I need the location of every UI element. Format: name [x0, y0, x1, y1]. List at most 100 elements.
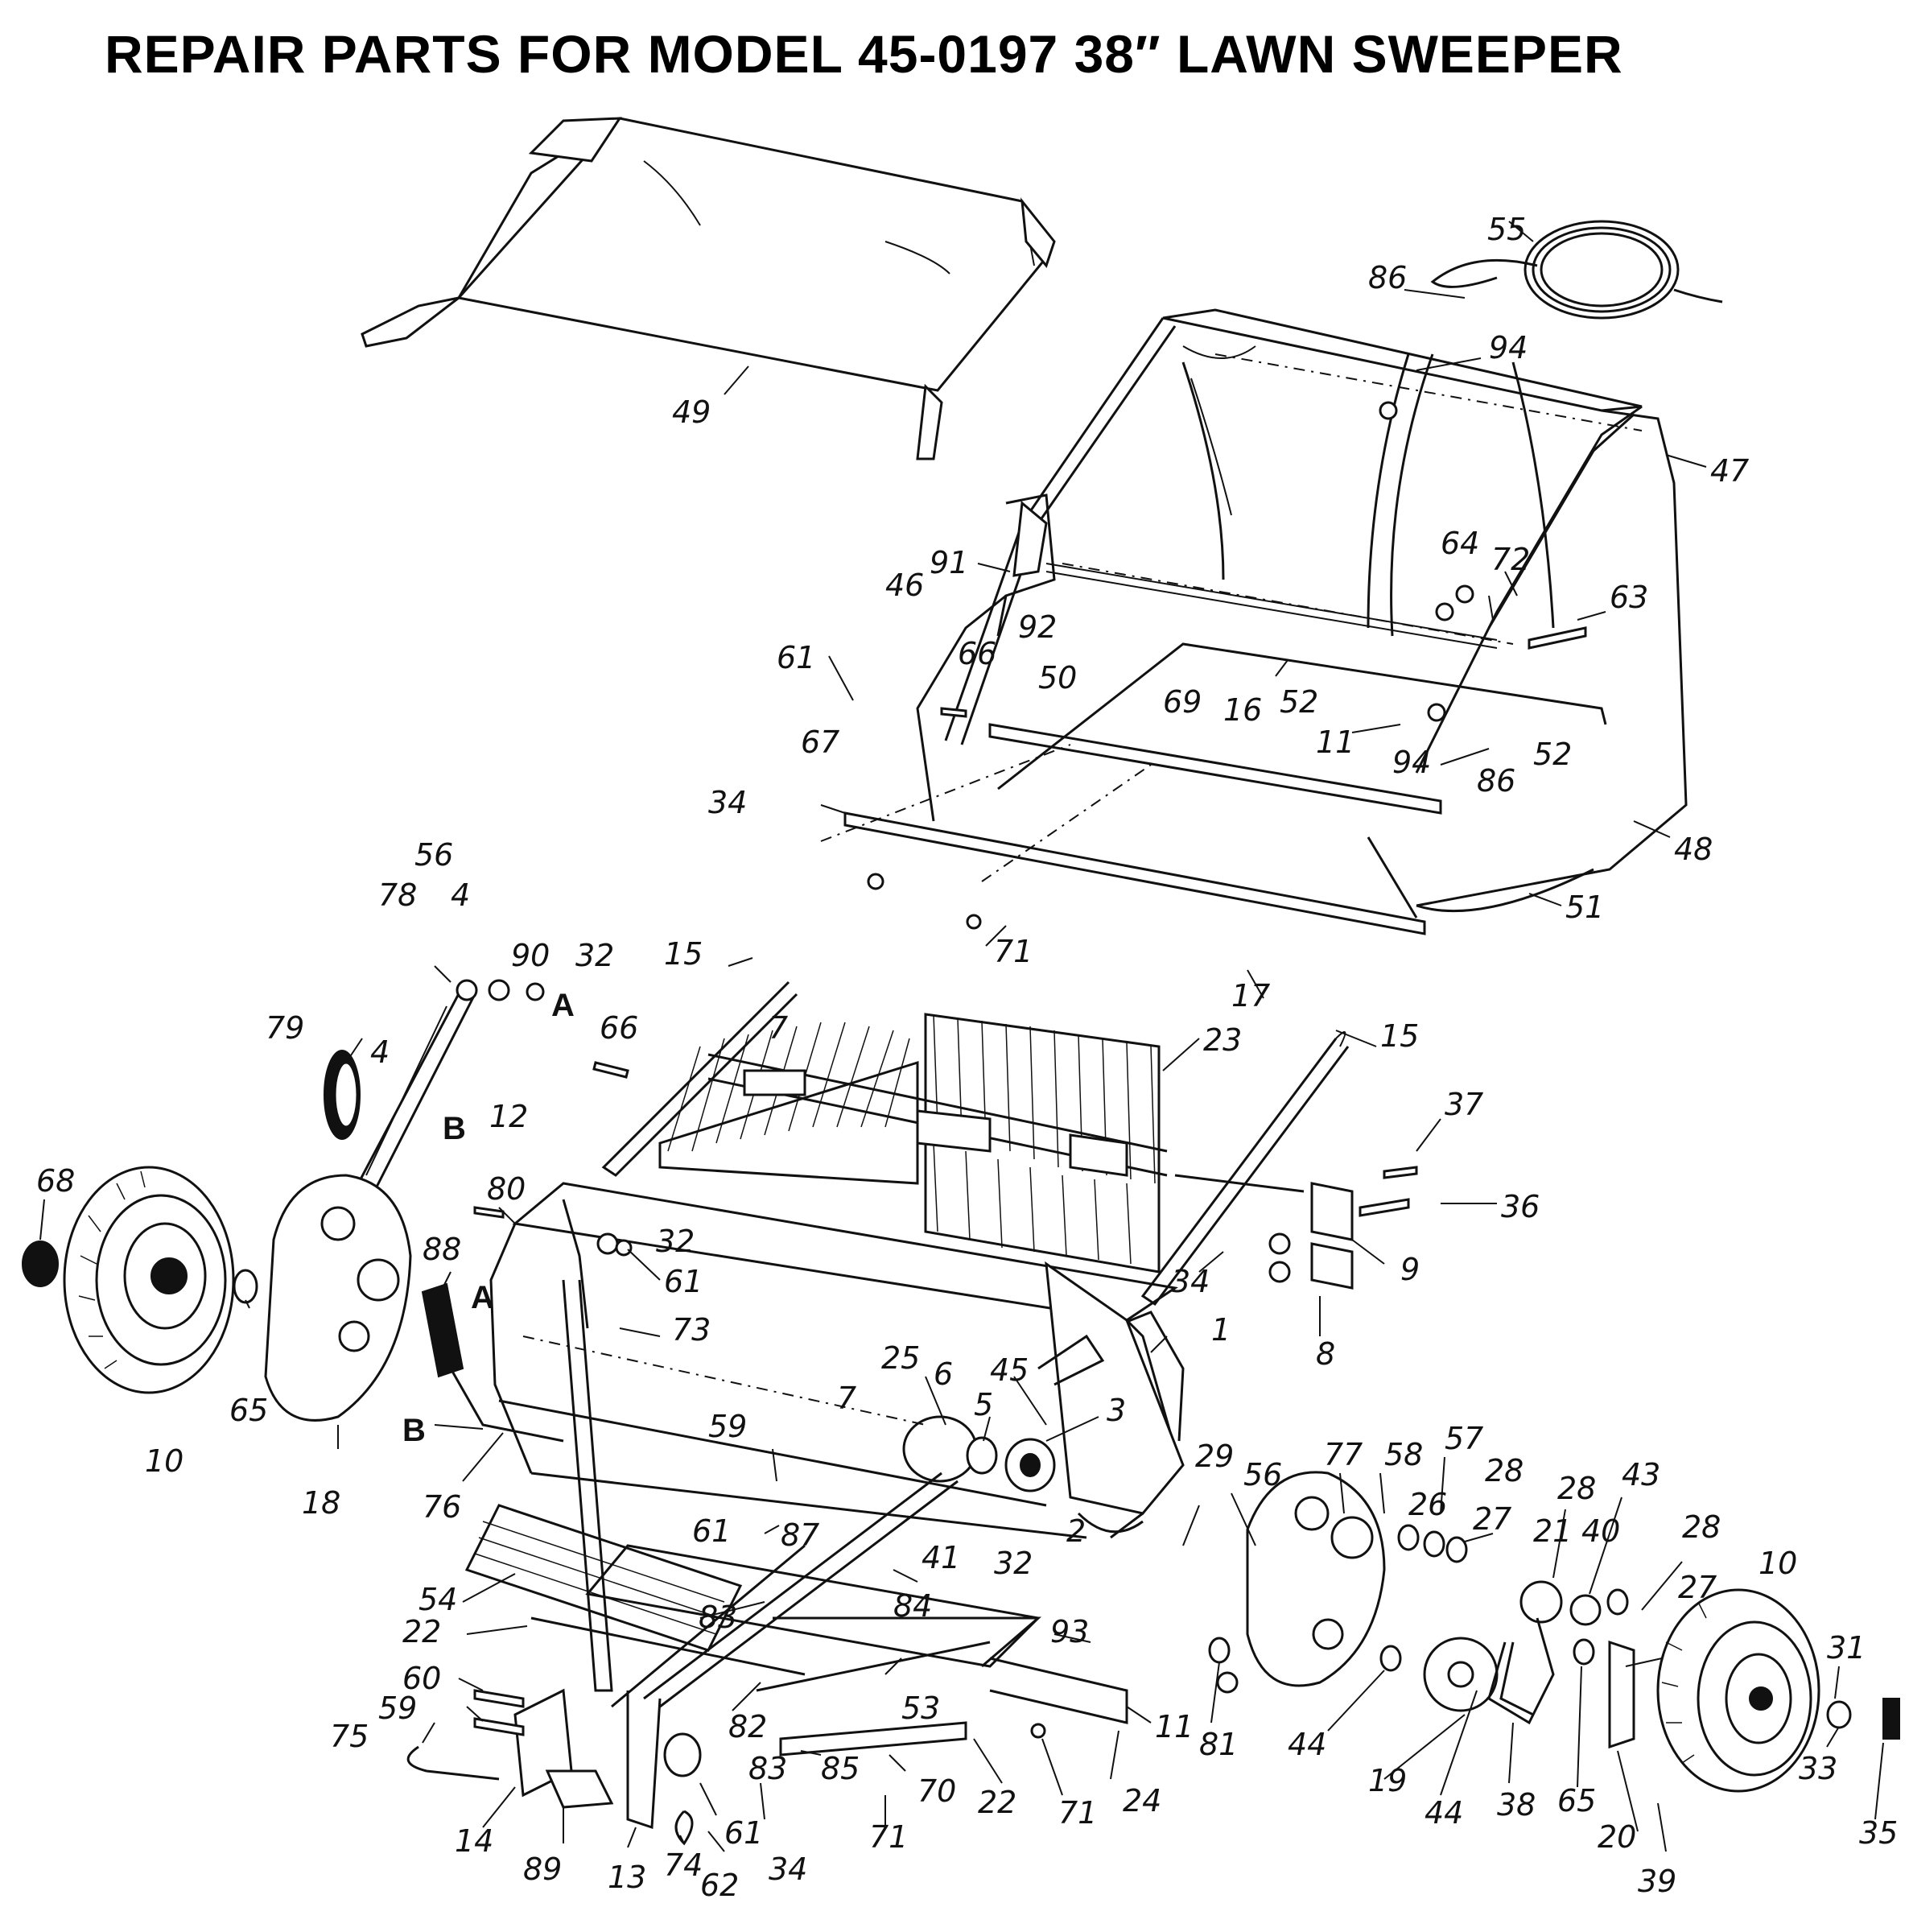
brush-center	[924, 1013, 1161, 1274]
part-49-bag-cover	[361, 117, 1056, 460]
callout-37: 37	[1445, 1087, 1483, 1122]
callout-61-mid: 61	[664, 1264, 703, 1299]
callout-38: 38	[1497, 1787, 1536, 1823]
callout-86: 86	[1368, 260, 1407, 295]
callout-44: 44	[1288, 1727, 1326, 1762]
part-79-small-wheel	[324, 1050, 361, 1140]
callout-10-right: 10	[1759, 1546, 1797, 1581]
callout-77: 77	[1324, 1437, 1363, 1472]
callout-11: 11	[1316, 724, 1354, 760]
callout-94: 94	[1489, 330, 1528, 365]
callout-41: 41	[922, 1540, 960, 1575]
callout-80: 80	[487, 1171, 526, 1207]
callout-52: 52	[1280, 684, 1318, 720]
callout-2: 2	[1066, 1513, 1086, 1549]
callout-26: 26	[1408, 1487, 1447, 1522]
part-18-left-hub	[264, 1174, 412, 1422]
callout-46: 46	[885, 568, 924, 603]
callout-72: 72	[1491, 542, 1530, 577]
callout-86-lower: 86	[1477, 763, 1515, 799]
callout-13: 13	[608, 1860, 646, 1895]
part-75-74-62-hardware	[406, 1689, 702, 1846]
part-38-chain	[1487, 1617, 1555, 1725]
callout-59: 59	[708, 1409, 747, 1444]
callout-93: 93	[1050, 1614, 1089, 1649]
callout-32: 32	[575, 938, 614, 973]
callout-25: 25	[881, 1340, 920, 1376]
callout-22: 22	[402, 1614, 441, 1649]
callout-27-right: 27	[1678, 1570, 1717, 1605]
callout-18: 18	[302, 1485, 340, 1521]
callout-39: 39	[1638, 1864, 1676, 1899]
callout-68: 68	[36, 1163, 75, 1199]
callout-71-lower: 71	[1058, 1795, 1097, 1831]
callout-14: 14	[455, 1823, 493, 1859]
part-68-hub-cap	[22, 1241, 59, 1287]
callout-56: 56	[414, 837, 453, 873]
callout-B-lower: B	[402, 1413, 426, 1448]
callout-11-lower: 11	[1155, 1709, 1194, 1744]
callout-90: 90	[511, 938, 550, 973]
callout-44-lower: 44	[1425, 1795, 1463, 1831]
part-10-left-wheel	[63, 1166, 235, 1394]
part-12-arm	[352, 979, 478, 1202]
callout-8: 8	[1316, 1336, 1335, 1372]
callout-36: 36	[1501, 1189, 1540, 1224]
callout-28: 28	[1485, 1453, 1523, 1488]
callout-23: 23	[1203, 1022, 1242, 1058]
part-77-right-hub	[1246, 1471, 1386, 1687]
callout-62: 62	[700, 1868, 739, 1903]
callout-40: 40	[1581, 1513, 1620, 1549]
callout-9: 9	[1400, 1252, 1420, 1287]
callout-78: 78	[378, 877, 417, 913]
callout-7: 7	[769, 1010, 788, 1046]
callout-94-lower: 94	[1392, 745, 1431, 780]
callout-35: 35	[1859, 1815, 1898, 1851]
callout-34: 34	[708, 785, 747, 820]
callout-53: 53	[901, 1690, 940, 1726]
callout-60: 60	[402, 1661, 441, 1696]
callout-7-lower: 7	[837, 1381, 856, 1416]
callout-labels: 49 55 86 94 47 91 46 64 72 63 92 61 66 5…	[36, 212, 1898, 1903]
callout-4-lower: 4	[370, 1034, 390, 1070]
callout-92: 92	[1018, 609, 1057, 645]
callout-15-right: 15	[1380, 1018, 1419, 1054]
callout-59-lower: 59	[378, 1690, 417, 1726]
callout-79: 79	[266, 1010, 304, 1046]
callout-76: 76	[423, 1489, 461, 1525]
callout-56-lower: 56	[1243, 1457, 1282, 1492]
callout-20: 20	[1598, 1819, 1636, 1855]
callout-32-lower: 32	[994, 1546, 1033, 1581]
callout-3: 3	[1107, 1393, 1126, 1428]
callout-1: 1	[1211, 1312, 1231, 1348]
callout-10: 10	[145, 1443, 183, 1479]
callout-33: 33	[1799, 1751, 1837, 1786]
part-19-gear	[1423, 1637, 1499, 1712]
diagram-title: REPAIR PARTS FOR MODEL 45-0197 38″ LAWN …	[105, 24, 1623, 84]
part-washers-right	[1208, 1524, 1629, 1672]
part-15-links	[601, 980, 1350, 1307]
callout-17: 17	[1231, 978, 1270, 1013]
callout-15: 15	[664, 936, 703, 972]
callout-24: 24	[1123, 1783, 1161, 1818]
callout-B: B	[443, 1111, 466, 1146]
callout-49: 49	[672, 394, 711, 430]
callout-27: 27	[1473, 1501, 1511, 1537]
callout-88: 88	[423, 1232, 461, 1267]
callout-6: 6	[934, 1356, 953, 1392]
callout-A-lower: A	[471, 1280, 494, 1315]
callout-85: 85	[821, 1751, 860, 1786]
callout-50: 50	[1038, 660, 1077, 696]
part-43-40-sprocket	[1519, 1580, 1602, 1626]
callout-47: 47	[1710, 453, 1749, 489]
callout-22-lower: 22	[978, 1785, 1016, 1820]
callout-43: 43	[1622, 1457, 1660, 1492]
callout-21: 21	[1533, 1513, 1572, 1549]
callout-48: 48	[1674, 832, 1713, 867]
callout-34-bottom: 34	[769, 1852, 807, 1887]
callout-67: 67	[801, 724, 839, 760]
callout-83-lower: 83	[748, 1751, 787, 1786]
callout-71: 71	[994, 934, 1033, 969]
callout-34-mid: 34	[1171, 1264, 1210, 1299]
